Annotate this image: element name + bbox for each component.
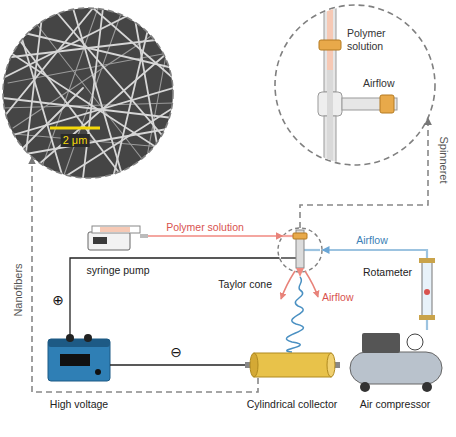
equipment-label: Air compressor <box>360 398 431 411</box>
spinneret-inset: Polymer solutionAirflow <box>275 5 435 165</box>
wheel <box>422 382 432 392</box>
needle <box>327 70 333 166</box>
cap <box>419 315 435 320</box>
high-voltage-drawing <box>48 334 110 381</box>
syringe-barrel <box>92 226 140 233</box>
callout-dashed-line <box>32 157 258 392</box>
jet-spiral <box>286 277 303 352</box>
supply-top <box>48 339 110 347</box>
pump-body <box>88 232 130 250</box>
callout-dashed-line <box>300 118 428 228</box>
fitting <box>319 40 341 50</box>
air-feed <box>304 249 320 251</box>
nanofiber <box>133 8 163 178</box>
nanofiber <box>113 8 153 178</box>
collector-drawing <box>245 353 340 377</box>
supply-knob <box>95 369 101 375</box>
sem-outline <box>3 8 173 178</box>
equipment-label: Cylindrical collector <box>247 398 337 411</box>
syringe-pump: syringe pump <box>88 224 148 250</box>
sem-background <box>3 8 173 178</box>
airflow-arrow <box>305 271 318 297</box>
wheel <box>360 382 370 392</box>
wire <box>281 257 296 258</box>
airflow-line <box>322 250 427 258</box>
edge-label: ⊖ <box>169 344 183 361</box>
inset-outline <box>275 5 435 165</box>
edge-label: Nanofibers <box>12 262 25 317</box>
syringe-pump-drawing <box>88 226 148 250</box>
spinneret-inset <box>275 0 435 166</box>
nanofiber <box>93 8 173 78</box>
nanofiber <box>3 8 33 68</box>
nanofiber <box>143 18 173 178</box>
high-voltage-supply: High voltage <box>48 335 110 381</box>
drum <box>254 353 331 377</box>
syringe-content <box>100 227 130 232</box>
tank <box>350 352 442 384</box>
equipment-label: syringe pump <box>86 264 149 277</box>
spinneret-part <box>318 0 397 166</box>
edge-label: ⊕ <box>51 292 65 309</box>
positive-wire <box>70 258 280 335</box>
nanofiber <box>3 8 143 78</box>
sem-micrograph <box>3 8 173 178</box>
sem-micrograph <box>3 8 173 178</box>
nanofiber <box>73 8 123 178</box>
part-label: Polymer solution <box>347 27 403 52</box>
flow-tube <box>422 262 432 316</box>
rotameter: Rotameter <box>418 258 436 320</box>
airflow-arrow <box>281 271 295 299</box>
spinneret-nozzle: Taylor cone <box>278 228 322 272</box>
supply-display <box>60 354 90 366</box>
air-compressor: Air compressor <box>345 330 445 392</box>
compressor-drawing <box>350 333 442 392</box>
nozzle <box>278 228 322 277</box>
scale-bar <box>50 127 100 130</box>
motor <box>362 333 400 353</box>
supply-case <box>48 339 110 381</box>
terminal <box>84 334 92 342</box>
scale-label: 2 μm <box>61 134 90 147</box>
cap <box>419 258 435 263</box>
negative-wire <box>110 364 245 365</box>
nanofiber <box>3 8 173 178</box>
polymer-line <box>148 235 283 237</box>
nanofiber <box>3 98 173 118</box>
syringe-tip <box>140 234 148 238</box>
drum-end <box>250 353 258 377</box>
air-hose <box>426 320 428 330</box>
edge-label: Polymer solution <box>165 221 245 234</box>
nozzle-outline <box>278 228 322 272</box>
equipment-label: High voltage <box>50 398 108 411</box>
edge-label: Spinneret <box>436 135 449 184</box>
terminal <box>66 334 74 342</box>
float <box>424 289 430 295</box>
flow-label: Airflow <box>322 291 354 304</box>
fitting <box>380 95 394 113</box>
nanofiber <box>38 8 98 178</box>
sem-image: 2 μm <box>3 8 173 178</box>
pump-display <box>93 237 107 244</box>
nanofiber <box>3 8 93 118</box>
part-label: Taylor cone <box>218 278 272 291</box>
part-label: Airflow <box>363 77 395 90</box>
polymer-channel <box>327 0 333 70</box>
cylindrical-collector: Cylindrical collector <box>245 352 340 378</box>
equipment-label: Rotameter <box>363 266 412 279</box>
fitting <box>293 233 307 239</box>
taylor-cone <box>296 268 304 277</box>
gauge <box>407 334 423 350</box>
nanofiber <box>3 8 173 178</box>
rotameter-drawing <box>419 258 435 320</box>
nanofiber <box>28 13 153 173</box>
edge-label: Airflow <box>355 234 389 247</box>
nanofiber <box>23 48 173 178</box>
drum-end <box>327 353 335 377</box>
